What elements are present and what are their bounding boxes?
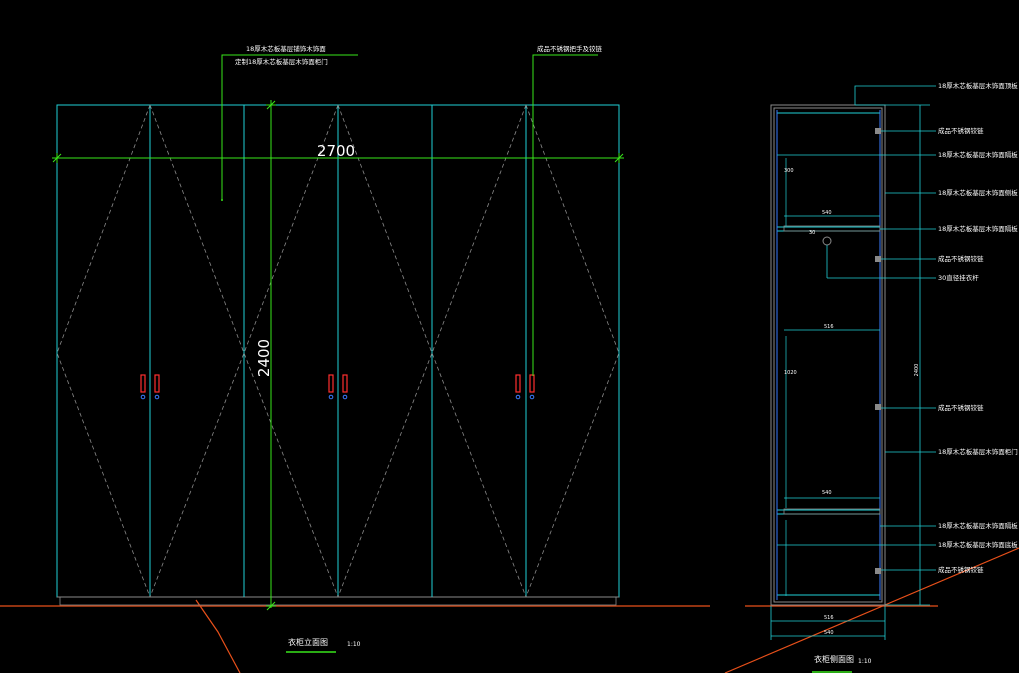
hinge-marks [140,394,535,400]
callout-leaders [777,130,936,571]
callout-label: 成品不锈钢铰链 [938,126,984,135]
leader-left-dot [221,199,223,201]
cabinet-sides [776,110,881,600]
leader-left [221,54,358,200]
front-view-scale: 1:10 [347,641,361,648]
shelves [783,225,881,515]
internal-dims [784,158,880,596]
dim-bottom-inner: 516 [824,615,834,621]
handle [140,374,146,393]
side-view-scale: 1:10 [858,658,872,665]
note-finish: 18厚木芯板基层铺饰木饰面 [246,44,326,53]
cabinet-panels [777,112,880,596]
dim-top-height: 300 [784,168,794,174]
dim-mid-height: 1020 [784,370,797,376]
width-dimension [52,153,624,163]
handle [342,374,348,393]
note-door: 定制18厚木芯板基层木饰面柜门 [235,57,328,66]
plinth [59,596,617,606]
side-hinges [875,128,881,574]
leader-right [532,54,598,376]
door-handles [140,374,535,393]
door-divisions [149,105,527,597]
handle [154,374,160,393]
dim-bottom-outer: 540 [824,630,834,636]
callout-label: 18厚木芯板基层木饰面底板 [938,540,1018,549]
callout-label: 18厚木芯板基层木饰面柜门 [938,447,1018,456]
dim-total-height: 2400 [914,364,920,377]
callout-label: 18厚木芯板基层木饰面隔板 [938,224,1018,233]
dim-mid-width: 516 [824,324,834,330]
handle [515,374,521,393]
front-elevation: 2700 2400 18厚木芯板基层铺饰木饰面 定制18厚木芯板基层木饰面柜门 … [0,44,710,673]
side-view-title: 衣柜侧面图 [814,654,854,664]
side-section: 300 540 30 516 1020 540 516 540 2400 18厚… [724,81,1019,673]
callout-label: 18厚木芯板基层木饰面隔板 [938,150,1018,159]
callout-label: 18厚木芯板基层木饰面顶板 [938,81,1018,90]
height-dimension-label: 2400 [255,339,273,377]
front-view-title: 衣柜立面图 [288,637,328,647]
top-leader [854,85,936,105]
section-cut-line [724,547,1019,673]
callout-label: 30直径挂衣杆 [938,273,979,282]
callout-label: 18厚木芯板基层木饰面侧板 [938,188,1018,197]
overall-height-dim [855,104,930,606]
callout-label: 18厚木芯板基层木饰面隔板 [938,521,1018,530]
bottom-dims [770,606,886,640]
height-dimension [266,100,276,611]
hanging-rod [822,236,832,246]
dim-shelf-width-2: 540 [822,490,832,496]
width-dimension-label: 2700 [317,142,355,160]
dim-rod-offset: 30 [809,230,815,236]
callout-label: 成品不锈钢铰链 [938,254,984,263]
cabinet-body [770,104,886,606]
handle [328,374,334,393]
callout-label: 成品不锈钢铰链 [938,565,984,574]
section-break-line [195,599,241,673]
dim-shelf-width-1: 540 [822,210,832,216]
callout-label: 成品不锈钢铰链 [938,403,984,412]
handle [529,374,535,393]
note-hardware: 成品不锈钢把手及铰链 [537,44,603,53]
